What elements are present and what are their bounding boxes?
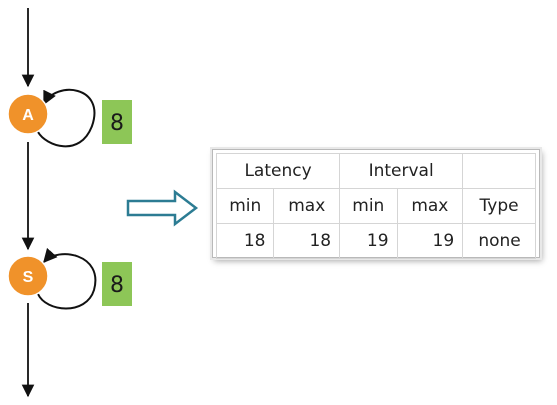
table-row: 18 18 19 19 none <box>215 223 536 259</box>
interval-max-header: max <box>396 188 464 224</box>
interval-max-value: 19 <box>396 223 464 259</box>
hollow-right-arrow-icon <box>126 189 199 227</box>
latency-badge-a <box>102 100 132 144</box>
performance-table-panel: Latency Interval min max min max Type 18… <box>212 149 540 259</box>
latency-group-header: Latency <box>215 153 341 189</box>
performance-table: Latency Interval min max min max Type 18… <box>215 153 536 259</box>
latency-max-header: max <box>273 188 341 224</box>
interval-min-header: min <box>339 188 398 224</box>
column-header-row: min max min max Type <box>215 188 536 224</box>
group-header-row: Latency Interval <box>215 153 536 189</box>
latency-badge-s-value: 8 <box>110 273 124 298</box>
self-loop-s <box>37 247 97 310</box>
empty-group-header <box>462 153 536 189</box>
latency-max-value: 18 <box>273 223 341 259</box>
interval-group-header: Interval <box>339 153 464 189</box>
interval-min-value: 19 <box>339 223 398 259</box>
node-s-label: S <box>23 269 34 286</box>
node-a-circle[interactable] <box>7 93 49 135</box>
latency-badge-a-value: 8 <box>110 111 124 136</box>
type-header: Type <box>462 188 536 224</box>
self-loop-a <box>37 88 96 148</box>
latency-min-value: 18 <box>215 223 275 259</box>
latency-min-header: min <box>215 188 275 224</box>
type-value: none <box>462 223 536 259</box>
latency-badge-s <box>102 262 132 306</box>
node-s-circle[interactable] <box>7 255 49 297</box>
node-a-label: A <box>22 107 34 124</box>
